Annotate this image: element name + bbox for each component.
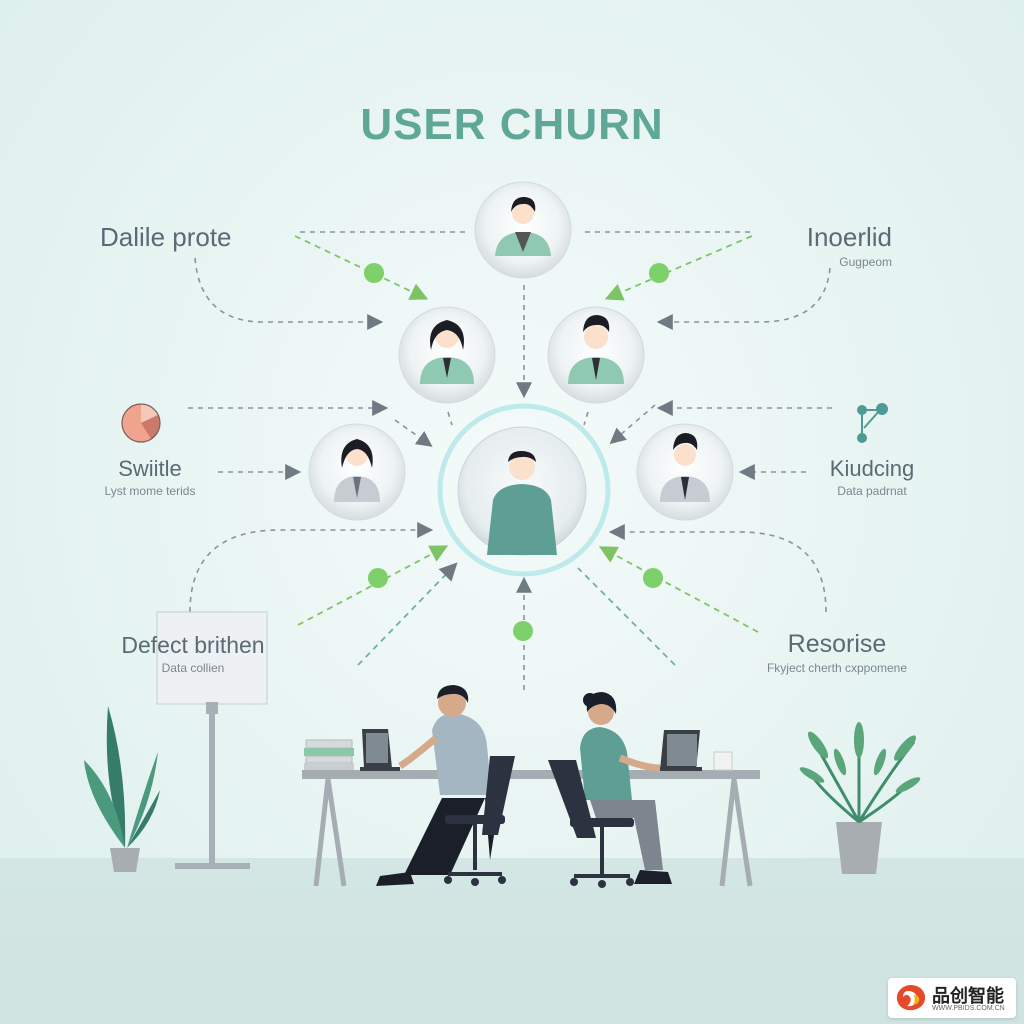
- watermark-logo-icon: [896, 985, 926, 1011]
- label-bottom-right: Resorise Fkyject cherth cxppomene: [762, 630, 912, 675]
- label-top-left-main: Dalile prote: [100, 222, 232, 252]
- center-ring: [437, 403, 611, 577]
- arrow-top-left: [294, 235, 429, 300]
- flow-dot: [513, 621, 533, 641]
- flow-dot: [368, 568, 388, 588]
- plant-left: [84, 706, 160, 872]
- label-mid-right-sub: Data padrnat: [837, 484, 907, 498]
- label-top-right-main: Inoerlid: [806, 222, 892, 252]
- network-icon: [857, 403, 888, 443]
- pie-chart-icon: [121, 403, 161, 443]
- label-bottom-left-main: Defect brithen: [121, 632, 265, 658]
- laptop-icon: [360, 729, 400, 771]
- label-mid-right-main: Kiudcing: [829, 456, 915, 481]
- mug: [713, 751, 733, 771]
- persona-node-middle-left: [308, 423, 406, 521]
- label-top-left: Dalile prote: [100, 222, 232, 253]
- watermark-badge: 品创智能 WWW.PBIDS.COM.CN: [888, 978, 1016, 1018]
- dashed-connectors: [188, 231, 832, 690]
- whiteboard: [156, 611, 268, 869]
- label-mid-left-main: Swiitle: [118, 456, 182, 481]
- floor: [0, 858, 1024, 1024]
- persona-node-upper-right: [547, 306, 645, 404]
- watermark-text: 品创智能: [932, 986, 1004, 1006]
- watermark-url: WWW.PBIDS.COM.CN: [932, 1005, 1005, 1012]
- label-top-right-sub: Gugpeom: [839, 255, 892, 269]
- label-bottom-left: Defect brithen Data collien: [108, 632, 278, 675]
- label-top-right: Inoerlid Gugpeom: [807, 222, 892, 269]
- label-bottom-left-sub: Data collien: [161, 661, 225, 675]
- label-mid-left-sub: Lyst mome terids: [104, 484, 196, 498]
- connector-top-left: [194, 257, 384, 330]
- person-working-right: [548, 692, 672, 888]
- arrow-bottom-left: [297, 545, 449, 626]
- persona-node-middle-right: [636, 423, 734, 521]
- flow-dot: [364, 263, 384, 283]
- arrow-top-right: [604, 235, 753, 301]
- laptop-right: [656, 730, 702, 771]
- arrow-bottom-right: [598, 546, 759, 633]
- desk: [302, 770, 760, 887]
- green-arrows: [294, 235, 759, 666]
- label-bottom-right-sub: Fkyject cherth cxppomene: [766, 661, 908, 675]
- label-bottom-right-main: Resorise: [787, 630, 887, 658]
- flow-dot: [649, 263, 669, 283]
- connector-bottom-left: [189, 522, 434, 613]
- connector-top-right: [656, 267, 831, 330]
- connector-bottom-right: [608, 524, 827, 613]
- persona-node-upper-left: [398, 306, 496, 404]
- diagram-title: USER CHURN: [360, 100, 664, 149]
- label-mid-left: Swiitle Lyst mome terids: [100, 456, 200, 498]
- persona-node-top: [474, 181, 572, 279]
- plant-right: [799, 722, 921, 874]
- person-working-left: [376, 685, 515, 886]
- flow-dots: [364, 263, 669, 641]
- book-stack: [304, 739, 354, 770]
- flow-dot: [643, 568, 663, 588]
- label-mid-right: Kiudcing Data padrnat: [820, 456, 924, 498]
- persona-node-center: [457, 426, 587, 556]
